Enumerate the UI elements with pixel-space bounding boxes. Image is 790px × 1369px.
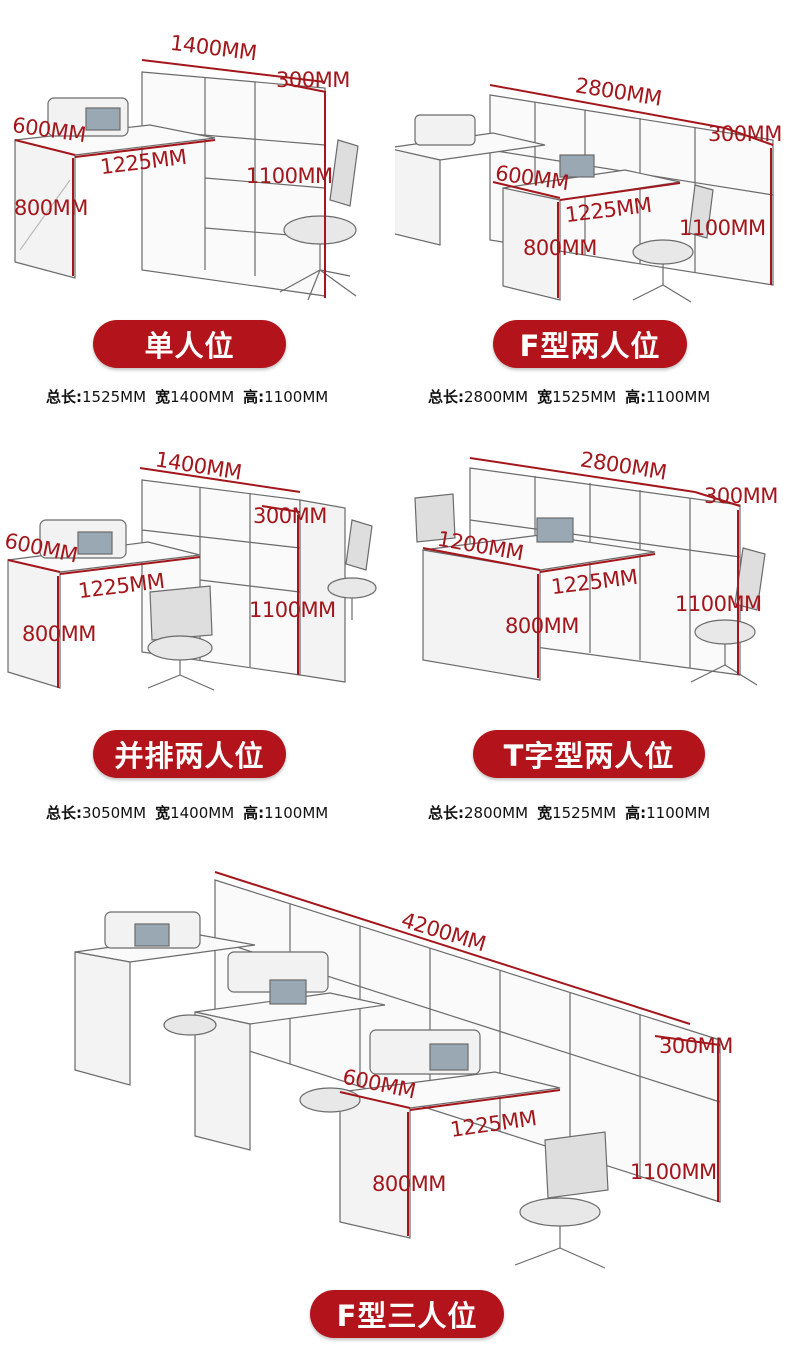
panel-single: 1400MM 300MM 600MM 1225MM 1100MM 800MM 单… [0, 0, 395, 420]
dim-height-1100: 1100MM [246, 164, 333, 188]
layout-badge-t-two: T字型两人位 [473, 730, 705, 778]
dim-height-800: 800MM [22, 622, 96, 646]
panel-side-by-side: 1400MM 300MM 600MM 1225MM 1100MM 800MM 并… [0, 420, 395, 840]
dim-depth-300: 300MM [708, 122, 782, 146]
desk-illustration-single [14, 59, 359, 301]
layout-badge-f-three: F型三人位 [310, 1290, 504, 1338]
dim-height-800: 800MM [523, 236, 597, 260]
desk-illustration-f-two [395, 84, 774, 303]
layout-badge-side-by-side: 并排两人位 [93, 730, 286, 778]
dim-depth-300: 300MM [659, 1034, 733, 1058]
desk-illustration-side-by-side [7, 467, 377, 691]
panel-t-two: 2800MM 300MM 1200MM 1225MM 1100MM 800MM … [395, 420, 790, 840]
desk-illustration-t-two [414, 457, 766, 686]
dim-height-800: 800MM [505, 614, 579, 638]
panel-f-two: 2800MM 300MM 600MM 1225MM 1100MM 800MM F… [395, 0, 790, 420]
layout-badge-f-two: F型两人位 [493, 320, 687, 368]
dim-height-1100: 1100MM [249, 598, 336, 622]
dim-height-800: 800MM [14, 196, 88, 220]
panel-f-three: 4200MM 300MM 600MM 1225MM 1100MM 800MM F… [0, 840, 790, 1369]
dim-depth-300: 300MM [253, 504, 327, 528]
dim-depth-300: 300MM [704, 484, 778, 508]
desk-illustration-f-three [74, 871, 721, 1269]
dim-height-1100: 1100MM [675, 592, 762, 616]
dim-depth-300: 300MM [276, 68, 350, 92]
dim-height-800: 800MM [372, 1172, 446, 1196]
dim-height-1100: 1100MM [679, 216, 766, 240]
layout-badge-single: 单人位 [93, 320, 286, 368]
dim-height-1100: 1100MM [630, 1160, 717, 1184]
